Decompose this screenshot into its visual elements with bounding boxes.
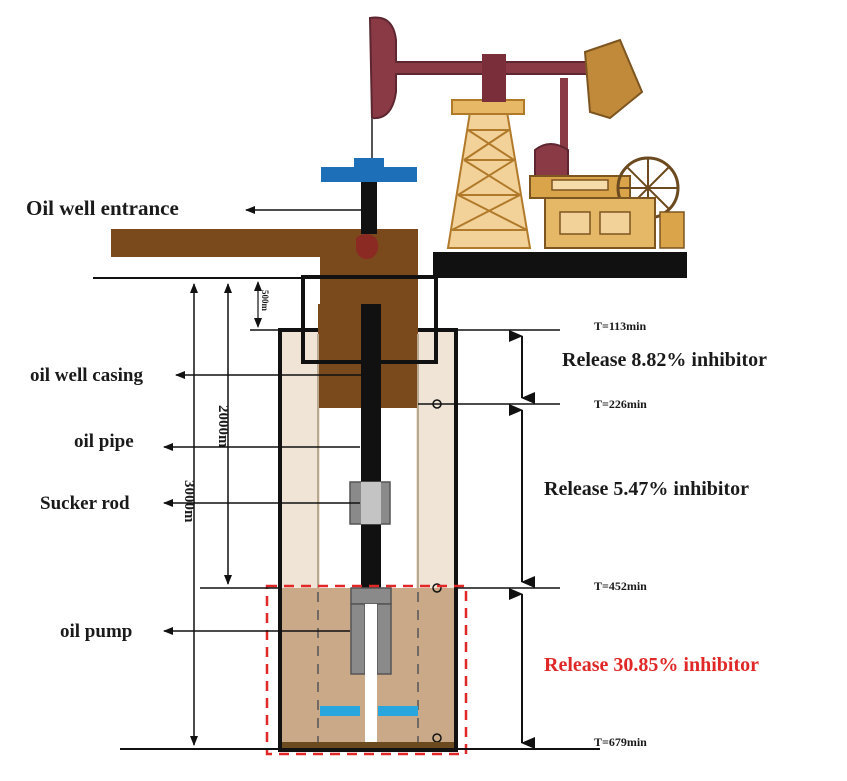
wellhead-blue-flange xyxy=(321,167,417,182)
release-label-2: Release 5.47% inhibitor xyxy=(544,478,749,500)
valve-icon xyxy=(356,234,379,259)
time-label-1: T=113min xyxy=(594,319,647,333)
pump-plunger-right xyxy=(376,603,392,675)
label-oil-well-casing: oil well casing xyxy=(30,365,143,386)
label-oil-pipe: oil pipe xyxy=(74,431,134,452)
dim-2000-label: 2000m xyxy=(215,405,231,448)
entrance-highlight-box xyxy=(301,275,438,364)
time-label-4: T=679min xyxy=(594,735,647,749)
sucker-rod-line xyxy=(361,304,381,588)
pump-valve-right xyxy=(378,706,418,716)
well-casing xyxy=(278,304,458,752)
dim-500-label: 500m xyxy=(260,290,270,312)
pump-valve-left xyxy=(320,706,360,716)
label-oil-well-entrance: Oil well entrance xyxy=(26,196,179,220)
depth-dimensions xyxy=(190,281,262,746)
pumpjack-counterweight xyxy=(560,38,644,158)
label-oil-pump: oil pump xyxy=(60,621,132,642)
pump-plunger-left xyxy=(350,603,366,675)
pumpjack-illustration xyxy=(368,16,687,278)
release-label-3: Release 30.85% inhibitor xyxy=(544,654,759,676)
label-sucker-rod: Sucker rod xyxy=(40,493,130,514)
pump-highlight-box xyxy=(265,584,468,756)
ground-surface-arm xyxy=(111,229,321,257)
pumpjack-tower xyxy=(446,99,532,249)
pumpjack-crank xyxy=(529,143,685,249)
dim-3000-label: 3000m xyxy=(181,480,197,523)
time-label-2: T=226min xyxy=(594,397,647,411)
wellhead xyxy=(111,158,418,304)
time-label-3: T=452min xyxy=(594,579,647,593)
pumpjack-base xyxy=(433,252,687,278)
release-label-1: Release 8.82% inhibitor xyxy=(562,349,767,371)
